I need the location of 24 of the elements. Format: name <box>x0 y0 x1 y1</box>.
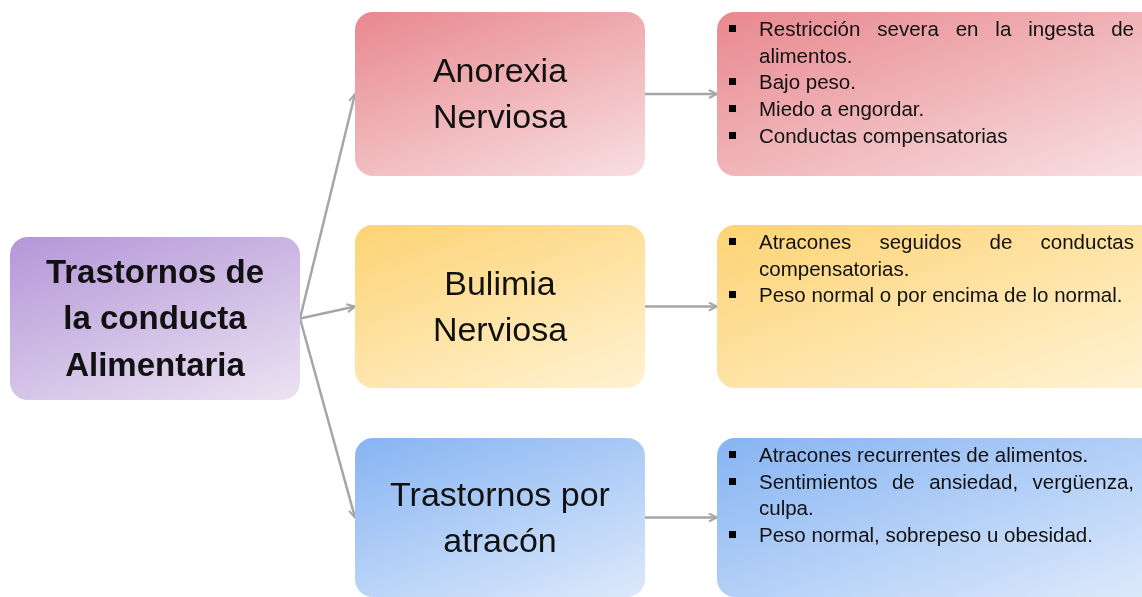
topic-box <box>10 237 300 400</box>
box-title: Anorexia Nerviosa <box>431 50 569 137</box>
category-box <box>355 225 645 388</box>
bullet-item: Conductas compensatorias <box>729 122 1134 150</box>
box-title: Trastornos por atracón <box>389 473 611 561</box>
arrow <box>299 303 356 320</box>
category-box <box>355 438 645 597</box>
bullet-item: Restricción severa en la ingesta de alimentos. <box>729 16 1134 70</box>
bullet-item: Peso normal, sobrepeso u obesidad. <box>729 521 1134 549</box>
arrow <box>645 512 718 523</box>
description-box <box>717 12 1142 176</box>
arrow <box>645 89 718 99</box>
bullet-item: Bajo peso. <box>729 69 1134 96</box>
category-box <box>355 12 645 176</box>
description-box <box>717 225 1142 388</box>
bullet-item: Peso normal o por encima de lo normal. <box>729 282 1134 309</box>
bullet-item: Atracones seguidos de conductas compensatorias. <box>729 229 1134 283</box>
bullet-item: Atracones recurrentes de alimentos. <box>729 442 1134 469</box>
arrow <box>645 301 718 312</box>
box-title: Trastornos de la conducta Alimentaria <box>44 252 266 385</box>
description-box <box>717 438 1142 597</box>
bullet-item: Sentimientos de ansiedad, vergüenza, culpa. <box>729 468 1134 522</box>
box-title: Bulimia Nerviosa <box>431 262 569 350</box>
bullet-item: Miedo a engordar. <box>729 95 1134 123</box>
